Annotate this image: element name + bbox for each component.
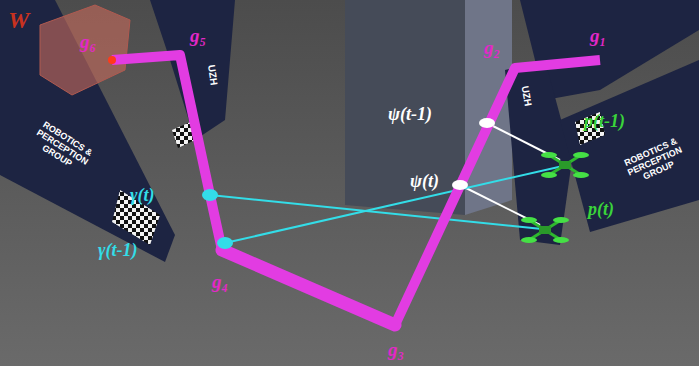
drone-arm [549,155,581,175]
drone-rotor [573,152,589,158]
drone [521,217,569,243]
waypoint-label: g₄ [212,272,228,291]
drone-body [539,226,551,234]
drone [541,152,589,178]
drone-arm [549,155,581,175]
drone-rotor [521,217,537,223]
waypoint-label: g₆ [80,32,96,51]
drone-arm [529,220,561,240]
reference-path [222,250,395,325]
reference-path [112,55,600,325]
progress-label: ψ(t-1) [388,105,432,123]
psi-leader [460,185,540,225]
drone-rotor [541,172,557,178]
path-start [108,56,116,64]
drone-rotor [553,237,569,243]
position-label: p(t) [588,200,614,218]
gate-banner [0,0,175,262]
psi-marker [479,118,495,128]
gamma-leader [225,166,563,243]
gate-banner [560,60,699,232]
drone-rotor [541,152,557,158]
pillar-front [345,0,465,215]
drone-body [559,161,571,169]
drone-rotor [573,172,589,178]
psi-leader [487,123,560,160]
gamma-marker [202,189,218,201]
world-label: W [8,8,29,32]
gamma-marker [217,237,233,249]
waypoint-label: g₅ [190,26,206,45]
gate-banner [505,60,572,245]
drone-arm [529,220,561,240]
waypoint-label: g₂ [484,38,500,57]
drone-rotor [521,237,537,243]
banner-text: UZH [206,64,219,86]
drone-rotor [553,217,569,223]
waypoint-label: g₃ [388,340,404,359]
psi-marker [452,180,468,190]
waypoint-label: g₁ [590,26,606,45]
progress-label: ψ(t) [410,172,439,190]
position-label: p(t-1) [584,112,625,130]
gamma-label: γ(t) [130,186,154,204]
gamma-label: γ(t-1) [98,241,137,259]
gamma-leader [210,195,542,229]
world-box [40,5,130,95]
